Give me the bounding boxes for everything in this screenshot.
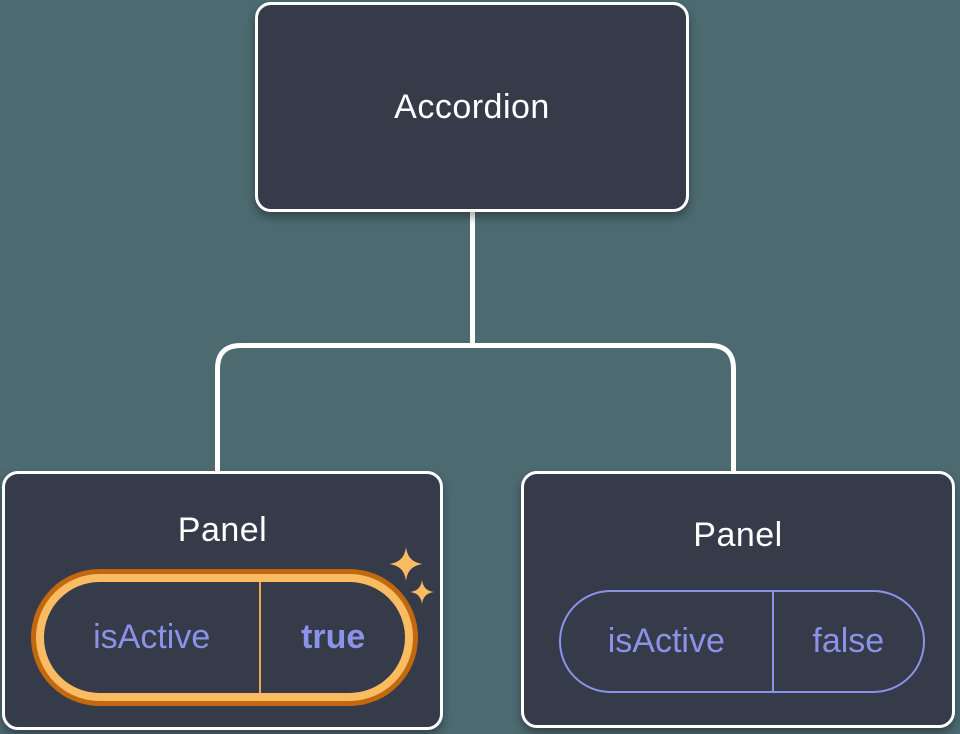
sparkle-small <box>410 580 434 604</box>
state-pill: isActive true <box>44 582 405 693</box>
accordion-node-label: Accordion <box>394 87 550 126</box>
state-value-label: false <box>771 592 923 691</box>
state-pill-highlight-ring: isActive true <box>31 569 418 706</box>
state-pill-highlight-ring-inner: isActive true <box>36 574 413 701</box>
state-pill: isActive false <box>559 590 925 693</box>
panel-node-label: Panel <box>177 511 268 549</box>
connector-branch <box>215 343 736 472</box>
sparkle-large <box>389 547 423 581</box>
state-value-label: true <box>259 582 405 693</box>
state-key-label: isActive <box>93 618 211 656</box>
panel-node-active: Panel isActive true <box>2 471 443 730</box>
panel-node-label: Panel <box>693 516 783 554</box>
panel-node-inactive: Panel isActive false <box>521 471 955 728</box>
state-key-label: isActive <box>607 622 725 660</box>
accordion-node: Accordion <box>255 2 689 212</box>
